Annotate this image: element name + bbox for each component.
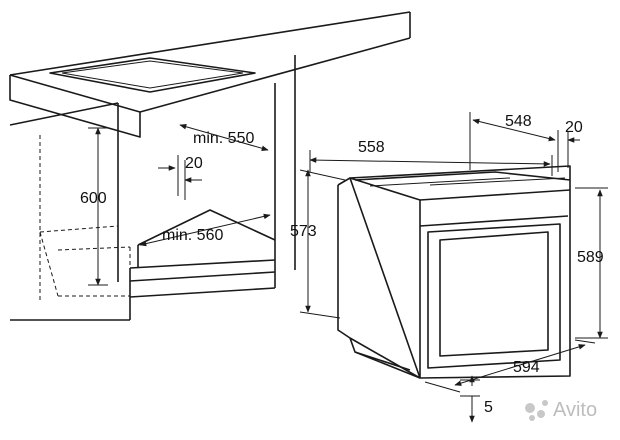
label-niche-depth: min. 550	[193, 130, 254, 147]
label-cabinet-height: 600	[80, 190, 107, 207]
dim-bottom-offset	[460, 375, 480, 423]
dim-oven-body-width	[309, 150, 553, 176]
label-oven-body-width: 558	[358, 139, 385, 156]
dim-oven-width	[424, 339, 596, 393]
label-back-offset: 20	[565, 119, 583, 136]
label-niche-width: min. 560	[162, 227, 223, 244]
avito-watermark: Avito	[525, 399, 597, 421]
dim-back-gap	[158, 155, 202, 200]
dim-niche-depth	[179, 124, 269, 151]
dim-oven-body-height	[299, 169, 346, 319]
oven	[337, 165, 571, 379]
dim-oven-depth	[469, 112, 559, 172]
watermark-text: Avito	[553, 399, 597, 421]
dim-cabinet-height	[88, 127, 108, 286]
countertop	[9, 11, 411, 138]
dim-niche-width	[139, 213, 271, 247]
label-oven-height: 589	[577, 249, 604, 266]
dim-oven-height	[575, 187, 608, 339]
dashed-side-panel	[39, 135, 131, 300]
label-oven-depth: 548	[505, 113, 532, 130]
cabinet	[9, 55, 296, 321]
label-oven-body-height: 573	[290, 223, 317, 240]
label-bottom-offset: 5	[484, 399, 493, 416]
label-back-gap: 20	[185, 155, 203, 172]
cooktop	[49, 57, 256, 93]
label-oven-width: 594	[513, 359, 540, 376]
dim-back-offset	[567, 132, 580, 168]
